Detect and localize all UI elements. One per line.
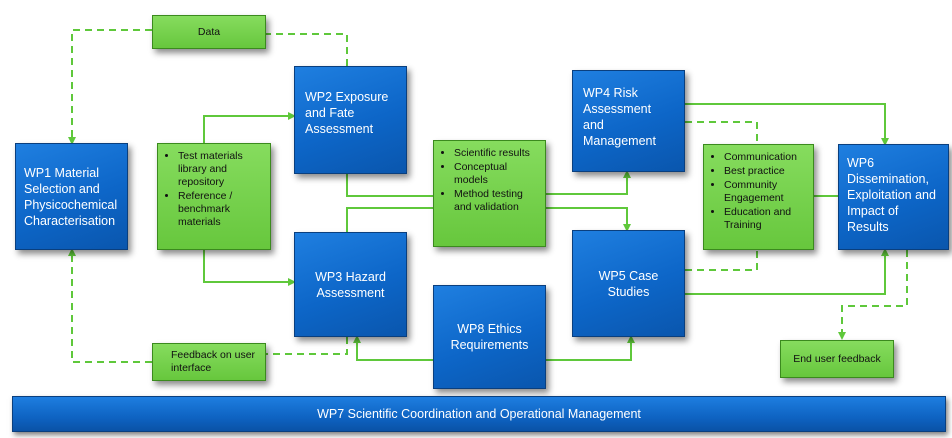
results-item: Conceptual models [454, 161, 539, 187]
results-item: Method testing and validation [454, 188, 539, 214]
wp1-box: WP1 Material Selection and Physicochemic… [15, 143, 128, 250]
wp8-box: WP8 Ethics Requirements [433, 285, 546, 389]
wp8-label: WP8 Ethics Requirements [450, 322, 529, 352]
connector-wp3-to-results [346, 207, 433, 232]
connector-results-to-wp4 [546, 170, 631, 195]
data-tag: Data [152, 15, 266, 49]
wp5-box: WP5 Case Studies [572, 230, 685, 337]
connector-wp2-to-results [346, 174, 433, 197]
connector-wp8-to-wp5 [546, 335, 635, 361]
connector-data-to-wp1 [68, 29, 152, 145]
connector-feedback-to-wp1 [68, 248, 152, 363]
connector-wp8-to-wp3 [353, 335, 433, 361]
wp1-label: WP1 Material Selection and Physicochemic… [24, 165, 118, 228]
wp4-box: WP4 Risk Assessment and Management [572, 70, 685, 172]
connector-materials-to-wp3 [203, 250, 296, 286]
wp2-label: WP2 Exposure and Fate Assessment [305, 90, 389, 136]
results-list-box: Scientific results Conceptual models Met… [433, 140, 546, 247]
wp5-label: WP5 Case Studies [598, 268, 659, 299]
wp2-box: WP2 Exposure and Fate Assessment [294, 66, 407, 174]
connector-results-to-wp5 [546, 207, 631, 232]
outreach-item: Communication [724, 151, 807, 164]
connector-wp6-to-enduser [838, 250, 908, 340]
connector-wp5-to-outreach [685, 250, 758, 271]
connector-wp5-to-wp6 [685, 248, 889, 295]
connector-wp2-to-data [266, 33, 348, 66]
results-item: Scientific results [454, 147, 539, 160]
wp6-label: WP6 Dissemination, Exploitation and Impa… [847, 156, 936, 234]
outreach-list-box: Communication Best practice Community En… [703, 144, 814, 250]
connector-wp3-to-feedback [266, 337, 348, 355]
wp7-label: WP7 Scientific Coordination and Operatio… [317, 407, 641, 421]
connector-wp4-to-wp6 [685, 103, 889, 146]
wp7-bar: WP7 Scientific Coordination and Operatio… [12, 396, 946, 432]
connector-wp4-to-outreach [685, 121, 758, 144]
materials-item: Test materials library and repository [178, 150, 264, 189]
outreach-item: Best practice [724, 165, 807, 178]
wp6-box: WP6 Dissemination, Exploitation and Impa… [838, 144, 949, 250]
materials-list-box: Test materials library and repository Re… [157, 143, 271, 250]
wp4-label: WP4 Risk Assessment and Management [583, 86, 656, 148]
materials-item: Reference / benchmark materials [178, 190, 264, 229]
wp3-box: WP3 Hazard Assessment [294, 232, 407, 337]
outreach-item: Community Engagement [724, 179, 807, 205]
end-user-feedback-tag: End user feedback [780, 340, 894, 378]
connector-materials-to-wp2 [203, 112, 296, 150]
wp3-label: WP3 Hazard Assessment [315, 269, 386, 300]
feedback-tag: Feedback on user interface [152, 343, 266, 381]
outreach-item: Education and Training [724, 206, 807, 232]
